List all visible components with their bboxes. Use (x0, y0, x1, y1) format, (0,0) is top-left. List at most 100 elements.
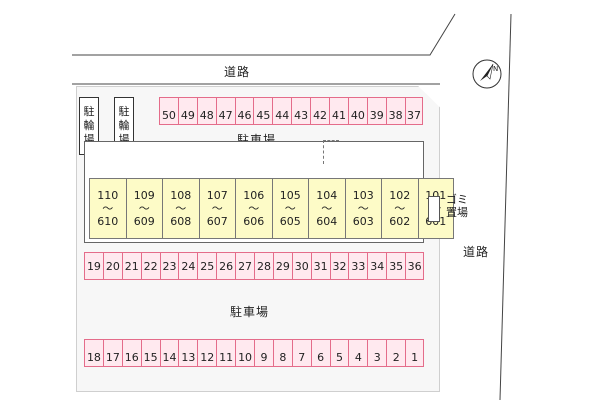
parking-space: 30 (291, 252, 311, 280)
parking-space: 34 (367, 252, 387, 280)
parking-space: 45 (253, 97, 273, 125)
parking-space: 38 (385, 97, 405, 125)
parking-space: 18 (84, 339, 103, 367)
garbage-label: ゴミ 置場 (446, 193, 468, 219)
bike-char: 輪 (83, 119, 95, 132)
parking-space: 16 (121, 339, 141, 367)
bike-char: 場 (118, 133, 130, 146)
apartment-unit: 104〜604 (308, 178, 345, 239)
parking-space: 11 (216, 339, 236, 367)
unit-number-top: 106 (243, 189, 265, 202)
unit-number-top: 107 (206, 189, 228, 202)
parking-space: 49 (177, 97, 197, 125)
unit-number-bottom: 605 (279, 215, 301, 228)
unit-number-tilde: 〜 (284, 202, 296, 215)
apartment-unit: 109〜609 (125, 178, 162, 239)
compass-mark: N (493, 65, 498, 73)
unit-number-top: 108 (170, 189, 192, 202)
apartment-unit: 110〜610 (89, 178, 126, 239)
unit-number-bottom: 606 (243, 215, 265, 228)
parking-space: 8 (272, 339, 292, 367)
unit-number-bottom: 604 (316, 215, 338, 228)
north-arrow-icon: N (472, 59, 502, 89)
parking-space: 46 (234, 97, 254, 125)
parking-space: 13 (178, 339, 198, 367)
parking-space: 48 (196, 97, 216, 125)
parking-space: 1 (405, 339, 425, 367)
unit-number-bottom: 610 (97, 215, 119, 228)
unit-number-tilde: 〜 (211, 202, 223, 215)
unit-number-tilde: 〜 (102, 202, 114, 215)
parking-space: 6 (310, 339, 330, 367)
parking-space: 21 (121, 252, 141, 280)
unit-number-bottom: 608 (170, 215, 192, 228)
parking-space: 7 (291, 339, 311, 367)
apartment-unit: 108〜608 (162, 178, 199, 239)
parking-space: 4 (348, 339, 368, 367)
parking-space: 14 (159, 339, 179, 367)
unit-number-top: 102 (389, 189, 411, 202)
unit-number-tilde: 〜 (138, 202, 150, 215)
unit-number-top: 103 (352, 189, 374, 202)
parking-space: 39 (366, 97, 386, 125)
apartment-unit: 106〜606 (235, 178, 272, 239)
parking-space: 43 (291, 97, 311, 125)
parking-space: 33 (348, 252, 368, 280)
garbage-area (428, 196, 440, 222)
parking-space: 44 (272, 97, 292, 125)
unit-number-top: 105 (279, 189, 301, 202)
parking-label-bottom: 駐車場 (230, 305, 270, 319)
unit-number-top: 104 (316, 189, 338, 202)
unit-number-top: 109 (133, 189, 155, 202)
unit-number-tilde: 〜 (248, 202, 260, 215)
parking-space: 37 (404, 97, 424, 125)
parking-space: 2 (386, 339, 406, 367)
apartment-unit: 102〜602 (381, 178, 418, 239)
parking-space: 19 (84, 252, 103, 280)
parking-space: 5 (329, 339, 349, 367)
parking-space: 26 (216, 252, 236, 280)
unit-number-tilde: 〜 (357, 202, 369, 215)
parking-space: 10 (235, 339, 255, 367)
parking-space: 17 (102, 339, 122, 367)
apartment-unit: 103〜603 (344, 178, 381, 239)
parking-space: 40 (347, 97, 367, 125)
parking-space: 20 (102, 252, 122, 280)
parking-space: 27 (235, 252, 255, 280)
unit-number-tilde: 〜 (321, 202, 333, 215)
parking-space: 42 (310, 97, 330, 125)
unit-number-bottom: 607 (206, 215, 228, 228)
parking-space: 50 (159, 97, 178, 125)
walkway-dashed (323, 140, 339, 164)
parking-space: 3 (367, 339, 387, 367)
garbage-label-line2: 置場 (446, 206, 468, 219)
parking-space: 12 (197, 339, 217, 367)
parking-space: 15 (140, 339, 160, 367)
parking-space: 31 (310, 252, 330, 280)
parking-space: 35 (386, 252, 406, 280)
parking-space: 23 (159, 252, 179, 280)
unit-number-bottom: 602 (389, 215, 411, 228)
bike-char: 駐 (83, 105, 95, 118)
apartment-unit: 107〜607 (198, 178, 235, 239)
road-label-right: 道路 (463, 245, 490, 259)
parking-space: 25 (197, 252, 217, 280)
bike-char: 駐 (118, 105, 130, 118)
road-label-top: 道路 (224, 65, 251, 79)
parking-space: 22 (140, 252, 160, 280)
unit-number-tilde: 〜 (175, 202, 187, 215)
unit-number-bottom: 609 (133, 215, 155, 228)
unit-number-top: 110 (97, 189, 119, 202)
parking-space: 47 (215, 97, 235, 125)
bike-char: 輪 (118, 119, 130, 132)
parking-space: 24 (178, 252, 198, 280)
parking-space: 36 (405, 252, 425, 280)
apartment-unit: 105〜605 (271, 178, 308, 239)
garbage-label-line1: ゴミ (446, 193, 468, 206)
unit-number-tilde: 〜 (394, 202, 406, 215)
